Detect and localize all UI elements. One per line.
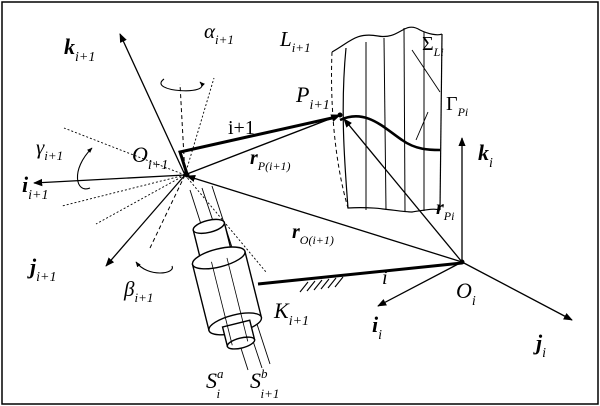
link-i-plus-1 (178, 116, 333, 175)
r-O-next-vector (186, 174, 463, 263)
r-P-next-vector (186, 114, 341, 175)
frame-i-axes (377, 137, 573, 321)
joint-cylinder (189, 185, 271, 371)
label-k-next: ki+1 (64, 34, 95, 65)
alpha-rotation-arrow (160, 78, 206, 92)
label-link-next: i+1 (228, 117, 255, 139)
label-i-i: ii (372, 312, 382, 343)
label-alpha-next: αi+1 (204, 19, 234, 47)
label-O-i: Oi (456, 278, 476, 309)
label-gamma-next: γi+1 (36, 135, 63, 163)
link-i (257, 261, 463, 286)
label-j-i: ji (533, 330, 546, 361)
i-i-axis (377, 261, 463, 307)
label-j-next: ji+1 (27, 254, 56, 285)
label-O-next: Oi+1 (132, 142, 168, 173)
label-Sigma-Li: ΣLi (422, 33, 444, 59)
label-beta-next: βi+1 (123, 277, 153, 305)
i-next-axis (33, 174, 186, 187)
gamma-rotation-arrow (76, 147, 93, 190)
label-link-i: i (382, 267, 388, 289)
frame-i-plus-1-axes (33, 33, 267, 274)
label-i-next: ii+1 (22, 172, 48, 203)
ground-hatch (299, 276, 344, 293)
label-L-next: Li+1 (279, 27, 311, 55)
label-K-next: Ki+1 (273, 298, 309, 329)
label-r-Pi: rPi (436, 197, 454, 223)
k-next-axis (119, 33, 186, 176)
j-next-axis (105, 174, 186, 267)
beta-rotation-arrow (135, 261, 173, 274)
vectors (178, 114, 463, 293)
ruled-surface (331, 26, 443, 213)
origin-O-next-point (184, 172, 190, 178)
label-k-i: ki (478, 140, 493, 171)
origin-O-i-point (459, 259, 465, 265)
label-P-next: Pi+1 (295, 82, 330, 113)
label-Gamma-Pi: ΓPi (446, 93, 468, 119)
point-P-next (337, 112, 343, 118)
label-r-P-next: rP(i+1) (250, 147, 291, 173)
j-i-axis (461, 261, 573, 321)
r-Pi-vector (343, 118, 463, 263)
label-r-O-next: rO(i+1) (292, 221, 334, 247)
